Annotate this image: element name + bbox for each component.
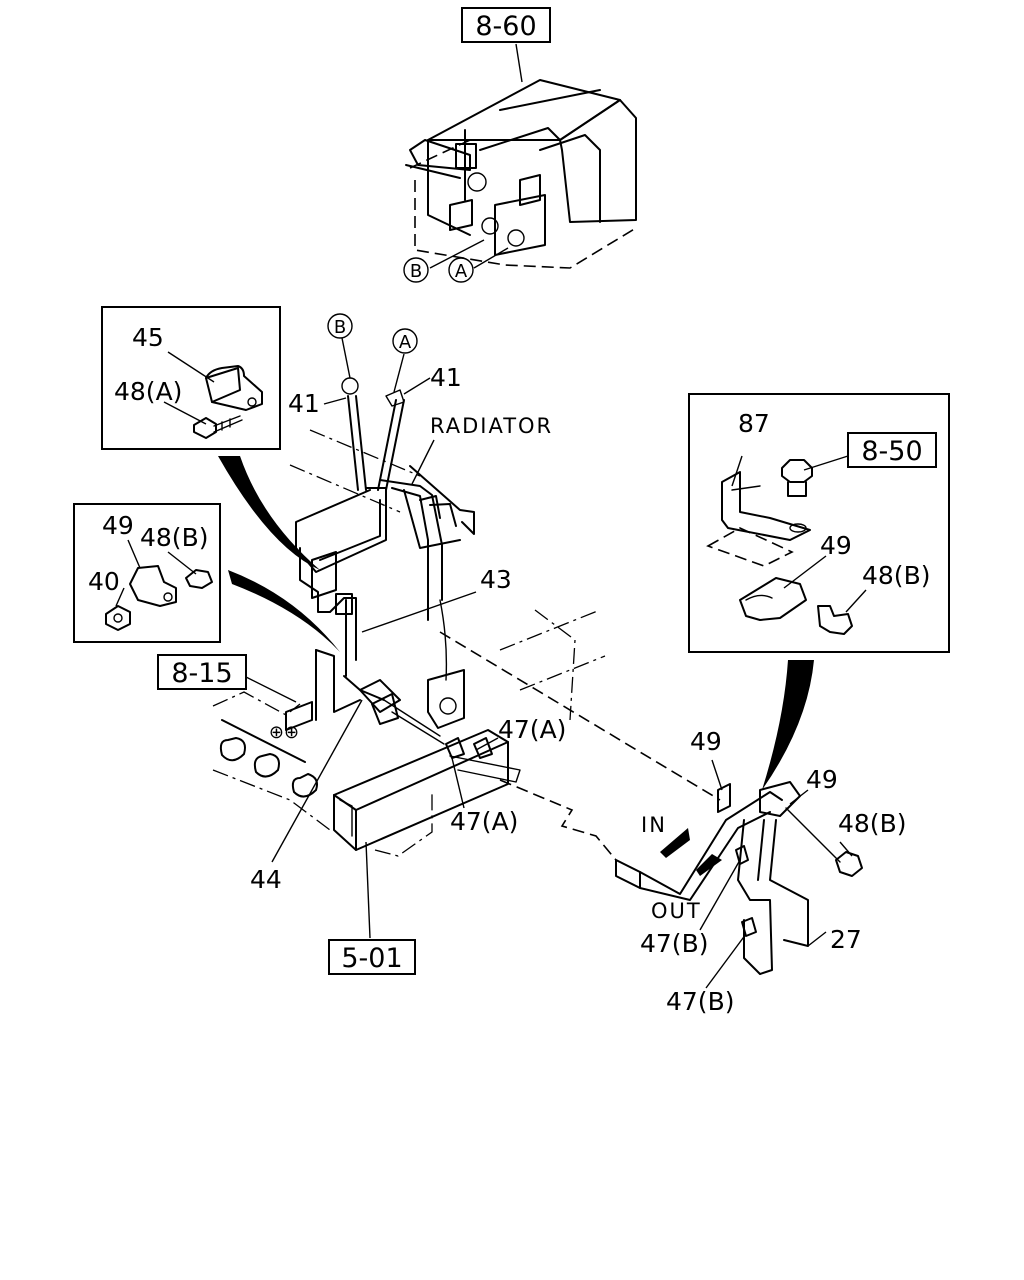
part-49-inset-left-label[interactable]: 49 (102, 511, 134, 540)
bracket-87-drawing (706, 459, 853, 635)
part-48a-label[interactable]: 48(A) (114, 377, 182, 406)
ref-box-8-50[interactable]: 8-50 (847, 432, 937, 468)
out-label: OUT (651, 899, 702, 923)
svg-text:A: A (399, 332, 412, 353)
svg-text:B: B (410, 261, 422, 282)
marker-b-hose: B (327, 313, 353, 339)
marker-a-hose: A (392, 328, 418, 354)
part-27-label[interactable]: 27 (830, 925, 862, 954)
connection-dashed-line (439, 631, 721, 801)
radiator-label: RADIATOR (430, 414, 553, 438)
ref-box-8-60[interactable]: 8-60 (461, 7, 551, 43)
pipe-27-assembly-drawing (615, 781, 863, 975)
pointer-inset-49-left (228, 570, 340, 652)
part-41-right-label[interactable]: 41 (430, 363, 462, 392)
hose-clamps-44-drawing (359, 679, 445, 745)
hose-41-drawing (341, 377, 405, 491)
part-47b-upper-label[interactable]: 47(B) (640, 929, 708, 958)
part-47b-lower-label[interactable]: 47(B) (666, 987, 734, 1016)
part-87-label[interactable]: 87 (738, 409, 770, 438)
svg-text:A: A (455, 261, 468, 282)
clip-45-drawing (193, 365, 263, 439)
hose-47a-drawing (445, 737, 617, 861)
marker-b-top: B (403, 257, 429, 283)
pointer-inset-45 (218, 456, 320, 570)
radiator-frame-drawing (289, 429, 606, 857)
ref-5-01-text: 5-01 (341, 943, 402, 974)
part-48b-inset-right-label[interactable]: 48(B) (862, 561, 930, 590)
ref-8-60-text: 8-60 (475, 11, 536, 42)
leader-lines (115, 43, 867, 989)
crossmember-drawing: ⊕⊕ (212, 649, 509, 851)
part-47a-upper-label[interactable]: 47(A) (498, 715, 566, 744)
part-40-label[interactable]: 40 (88, 567, 120, 596)
part-49-main-left-label[interactable]: 49 (690, 727, 722, 756)
in-label: IN (641, 813, 667, 837)
part-49-main-right-label[interactable]: 49 (806, 765, 838, 794)
pipe-43-drawing (295, 487, 387, 701)
part-47a-lower-label[interactable]: 47(A) (450, 807, 518, 836)
part-41-left-label[interactable]: 41 (288, 389, 320, 418)
part-49-inset-right-label[interactable]: 49 (820, 531, 852, 560)
part-44-label[interactable]: 44 (250, 865, 282, 894)
heater-unit-drawing (405, 79, 637, 269)
ref-box-5-01[interactable]: 5-01 (328, 939, 416, 975)
clamp-49-left-drawing (105, 565, 213, 631)
part-43-label[interactable]: 43 (480, 565, 512, 594)
ref-8-50-text: 8-50 (861, 436, 922, 467)
part-45-label[interactable]: 45 (132, 323, 164, 352)
ref-8-15-text: 8-15 (171, 658, 232, 689)
ref-box-8-15[interactable]: 8-15 (157, 654, 247, 690)
part-48b-main-label[interactable]: 48(B) (838, 809, 906, 838)
svg-text:B: B (334, 317, 346, 338)
bolt-marks: ⊕⊕ (269, 722, 299, 743)
part-48b-inset-left-label[interactable]: 48(B) (140, 523, 208, 552)
inset-clip-45 (101, 306, 281, 450)
pointer-inset-87 (762, 660, 814, 790)
marker-a-top: A (448, 257, 474, 283)
